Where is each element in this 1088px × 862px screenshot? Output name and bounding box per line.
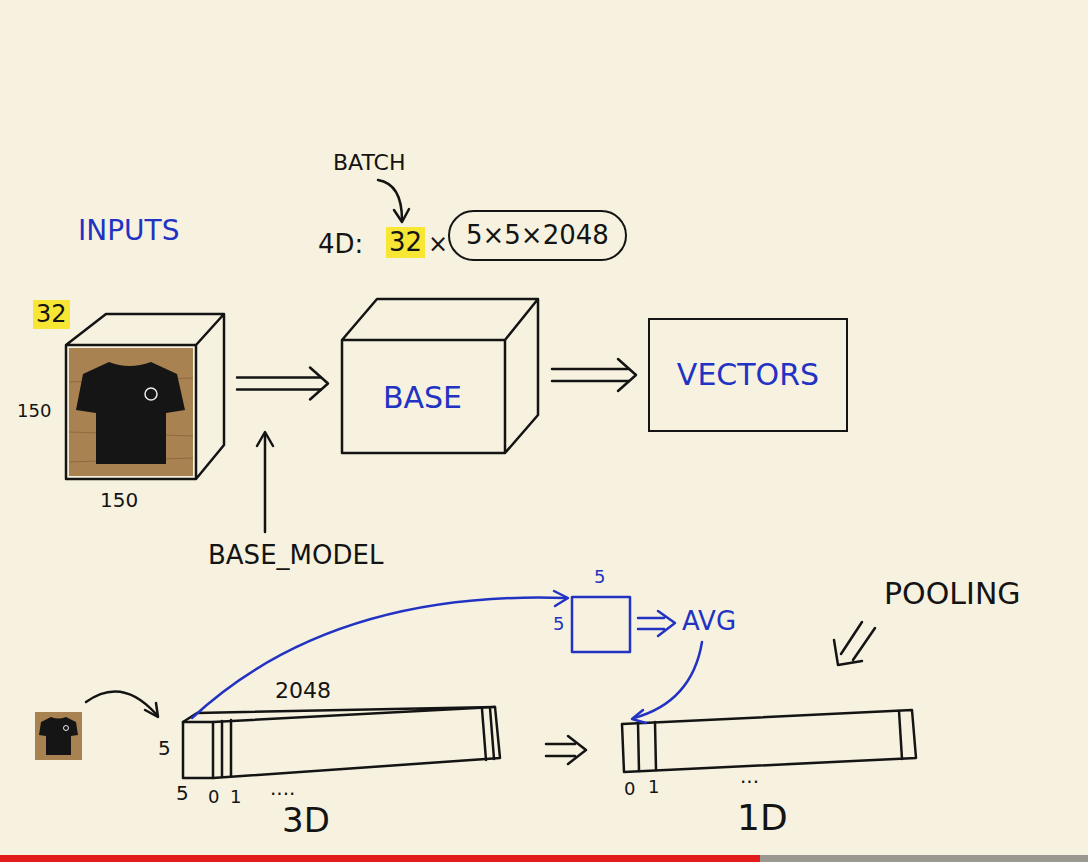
dimension-label: 5 <box>176 781 189 805</box>
t-shirt <box>76 362 185 464</box>
vectors-box: VECTORS <box>648 318 848 432</box>
sketch-strokes <box>86 180 916 778</box>
double-arrow <box>237 368 328 400</box>
slice-arrow <box>192 598 566 718</box>
progress-track <box>760 855 1088 862</box>
double-arrow <box>546 736 586 764</box>
dimension-prefix: 4D: <box>318 229 363 260</box>
base-model-label: BASE_MODEL <box>208 540 383 571</box>
arrow-head <box>310 368 328 400</box>
small-photo <box>35 712 82 760</box>
photo-ground <box>35 712 82 760</box>
pooling-label: POOLING <box>884 576 1021 612</box>
arrow-head <box>394 209 409 222</box>
bar-slice <box>222 720 231 776</box>
index-label: 0 <box>208 786 219 808</box>
pooling-arrow <box>834 622 875 665</box>
shape-text: 5×5×2048 <box>466 220 609 251</box>
dimension-title: 3D <box>282 800 330 841</box>
arrow-head <box>632 710 646 723</box>
double-arrow <box>638 611 675 636</box>
dimension-label: 5 <box>594 566 605 588</box>
arrow-head <box>554 591 568 606</box>
input-cube: 32150150 <box>65 312 225 480</box>
logo <box>145 388 157 400</box>
index-label: 1 <box>648 776 659 798</box>
box-text: BASE <box>383 380 462 416</box>
arrow-shaft <box>552 369 629 381</box>
dimension-label: 150 <box>100 488 138 512</box>
arrow-shaft <box>237 378 321 390</box>
shape-callout: 5×5×2048 <box>448 210 627 261</box>
bar-slice <box>638 722 656 771</box>
box-face: BASE <box>340 340 505 455</box>
dimension-label: 5 <box>158 736 171 760</box>
index-label: 0 <box>624 778 635 800</box>
inputs-title: INPUTS <box>78 214 179 248</box>
dimension-label: 150 <box>17 400 51 422</box>
ellipsis: ... <box>740 764 759 788</box>
batch-note: BATCH <box>333 150 406 176</box>
base-model-arrow <box>264 434 267 532</box>
ellipsis: .... <box>270 776 295 800</box>
double-arrow <box>552 359 636 391</box>
bar-side <box>213 707 500 778</box>
cube-outline <box>66 314 224 479</box>
box-edges <box>342 299 538 453</box>
avg-label: AVG <box>682 606 736 637</box>
logo <box>64 726 69 731</box>
dimension-label: 5 <box>553 613 564 635</box>
times-sign: × <box>428 230 448 259</box>
base-model-box: BASE <box>340 297 540 455</box>
avg-arrow <box>634 642 702 718</box>
box-outline <box>340 297 540 455</box>
batch-size: 32 <box>33 300 70 329</box>
batch-arrow <box>378 180 402 220</box>
batch-size: 32 <box>386 227 425 258</box>
arrow-head <box>145 703 158 717</box>
arrow-head <box>618 359 636 391</box>
index-label: 1 <box>230 786 241 808</box>
cube-drawing <box>65 312 225 480</box>
photo-ground <box>69 348 193 476</box>
blue-strokes <box>192 591 702 723</box>
dimension-label: 2048 <box>275 678 331 704</box>
dimension-title: 1D <box>737 796 788 839</box>
bar-slice <box>899 711 902 759</box>
arrow-head <box>257 432 273 446</box>
vector-bar <box>622 710 916 772</box>
slice-square <box>572 597 630 652</box>
bar-end-face <box>183 722 213 778</box>
box-text: VECTORS <box>677 357 819 393</box>
t-shirt <box>39 717 78 755</box>
bar-slice <box>482 708 494 760</box>
progress-bar <box>0 855 760 862</box>
